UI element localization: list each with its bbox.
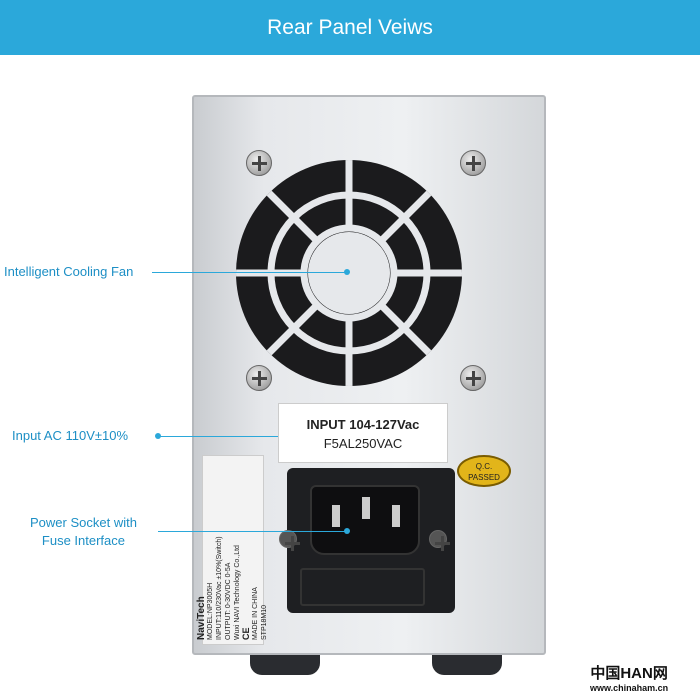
screw-icon: [246, 365, 272, 391]
sticker-model: MODEL:NP3005H: [207, 582, 214, 640]
spec-sticker: NaviTech MODEL:NP3005H INPUT:110/230Vac …: [196, 455, 268, 645]
callout-line: [152, 272, 346, 273]
watermark: 中国HAN网 www.chinaham.cn: [590, 662, 668, 693]
iec-inlet: [310, 485, 420, 555]
sticker-ce: CE: [241, 627, 251, 640]
qc-passed-sticker: Q.C. PASSED: [457, 455, 511, 487]
callout-socket-line1: Power Socket with: [30, 515, 137, 530]
sticker-input: INPUT:110/230Vac ±10%(Switch): [216, 536, 223, 640]
callout-cooling-fan: Intelligent Cooling Fan: [4, 264, 134, 279]
sticker-brand: NaviTech: [196, 596, 207, 640]
callout-line: [156, 436, 278, 437]
plate-input: INPUT 104-127Vac: [306, 417, 420, 432]
callout-dot: [344, 269, 350, 275]
callout-socket-line2: Fuse Interface: [41, 533, 126, 548]
sticker-origin: MADE IN CHINA: [252, 587, 259, 640]
screw-icon: [460, 365, 486, 391]
page-title: Rear Panel Veiws: [267, 15, 433, 39]
screw-icon: [246, 150, 272, 176]
screw-icon: [429, 530, 447, 551]
screw-icon: [279, 530, 297, 551]
qc-label: Q.C.: [475, 462, 493, 471]
plate-fuse: F5AL250VAC: [323, 436, 403, 451]
sticker-serial: STP18M10: [261, 604, 268, 640]
callout-dot: [344, 528, 350, 534]
qc-passed-label: PASSED: [468, 473, 500, 482]
callout-input-ac: Input AC 110V±10%: [12, 428, 129, 443]
callout-line: [158, 531, 346, 532]
fuse-drawer[interactable]: [300, 568, 425, 606]
callout-dot: [155, 433, 161, 439]
title-banner: Rear Panel Veiws: [0, 0, 700, 55]
sticker-output: OUTPUT: 0-30VDC 0-5A: [225, 562, 232, 640]
callout-power-socket: Power Socket with Fuse Interface: [30, 514, 137, 550]
screw-icon: [460, 150, 486, 176]
input-voltage-plate: INPUT 104-127Vac F5AL250VAC: [278, 403, 448, 463]
sticker-company: Wuxi NAVI Technology Co.,Ltd: [234, 545, 241, 640]
watermark-url: www.chinaham.cn: [590, 683, 669, 693]
watermark-title: 中国HAN网: [590, 665, 668, 682]
